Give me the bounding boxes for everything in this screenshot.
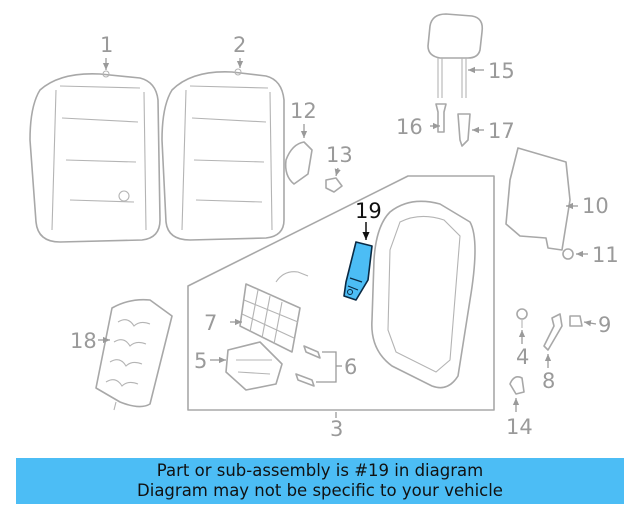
back-panel-part-10 xyxy=(505,147,571,251)
guide-part-17 xyxy=(457,113,471,147)
callout-12: 12 xyxy=(290,99,317,123)
callout-2: 2 xyxy=(233,33,246,57)
callout-9: 9 xyxy=(598,313,611,337)
callout-8: 8 xyxy=(542,369,555,393)
callout-13: 13 xyxy=(326,143,353,167)
actuator-part-19-highlighted[interactable] xyxy=(343,241,373,301)
cable-part-6 xyxy=(295,345,321,387)
info-banner: Part or sub-assembly is #19 in diagram D… xyxy=(16,458,624,504)
pin-part-16 xyxy=(435,103,447,133)
bracket-part-12 xyxy=(284,141,313,185)
motor-part-5 xyxy=(225,341,283,391)
callout-11: 11 xyxy=(592,243,619,267)
parts-diagram: 1 2 3 4 5 6 7 8 9 10 11 12 13 14 15 16 1… xyxy=(29,13,619,441)
clip-part-13 xyxy=(325,177,343,193)
seat-back-cushion-part-1 xyxy=(29,70,161,243)
lever-part-8 xyxy=(543,313,563,351)
assembly-outline-part-3 xyxy=(187,175,495,411)
leader-lines xyxy=(98,58,597,418)
callout-19-highlighted: 19 xyxy=(355,199,382,223)
callout-14: 14 xyxy=(506,415,533,439)
callout-1: 1 xyxy=(100,33,113,57)
callout-6: 6 xyxy=(344,355,357,379)
bolt-part-4 xyxy=(516,308,528,328)
nut-part-11 xyxy=(562,248,574,260)
callout-3: 3 xyxy=(330,417,343,441)
banner-line-2: Diagram may not be specific to your vehi… xyxy=(137,481,503,500)
hook-part-14 xyxy=(509,376,525,395)
seat-back-frame xyxy=(371,200,476,389)
lumbar-support-part-7 xyxy=(239,271,309,353)
banner-line-1: Part or sub-assembly is #19 in diagram xyxy=(156,461,484,480)
callout-labels: 1 2 3 4 5 6 7 8 9 10 11 12 13 14 15 16 1… xyxy=(70,33,619,441)
seat-back-cushion-part-2 xyxy=(161,68,285,241)
callout-10: 10 xyxy=(582,194,609,218)
callout-16: 16 xyxy=(396,115,423,139)
callout-18: 18 xyxy=(70,329,97,353)
callout-15: 15 xyxy=(488,59,515,83)
callout-5: 5 xyxy=(194,349,207,373)
callout-7: 7 xyxy=(204,311,217,335)
callout-17: 17 xyxy=(488,119,515,143)
headrest-part-15 xyxy=(427,13,484,98)
callout-4: 4 xyxy=(516,345,529,369)
foam-pad-part-18 xyxy=(95,298,173,411)
clip-part-9 xyxy=(569,315,583,327)
